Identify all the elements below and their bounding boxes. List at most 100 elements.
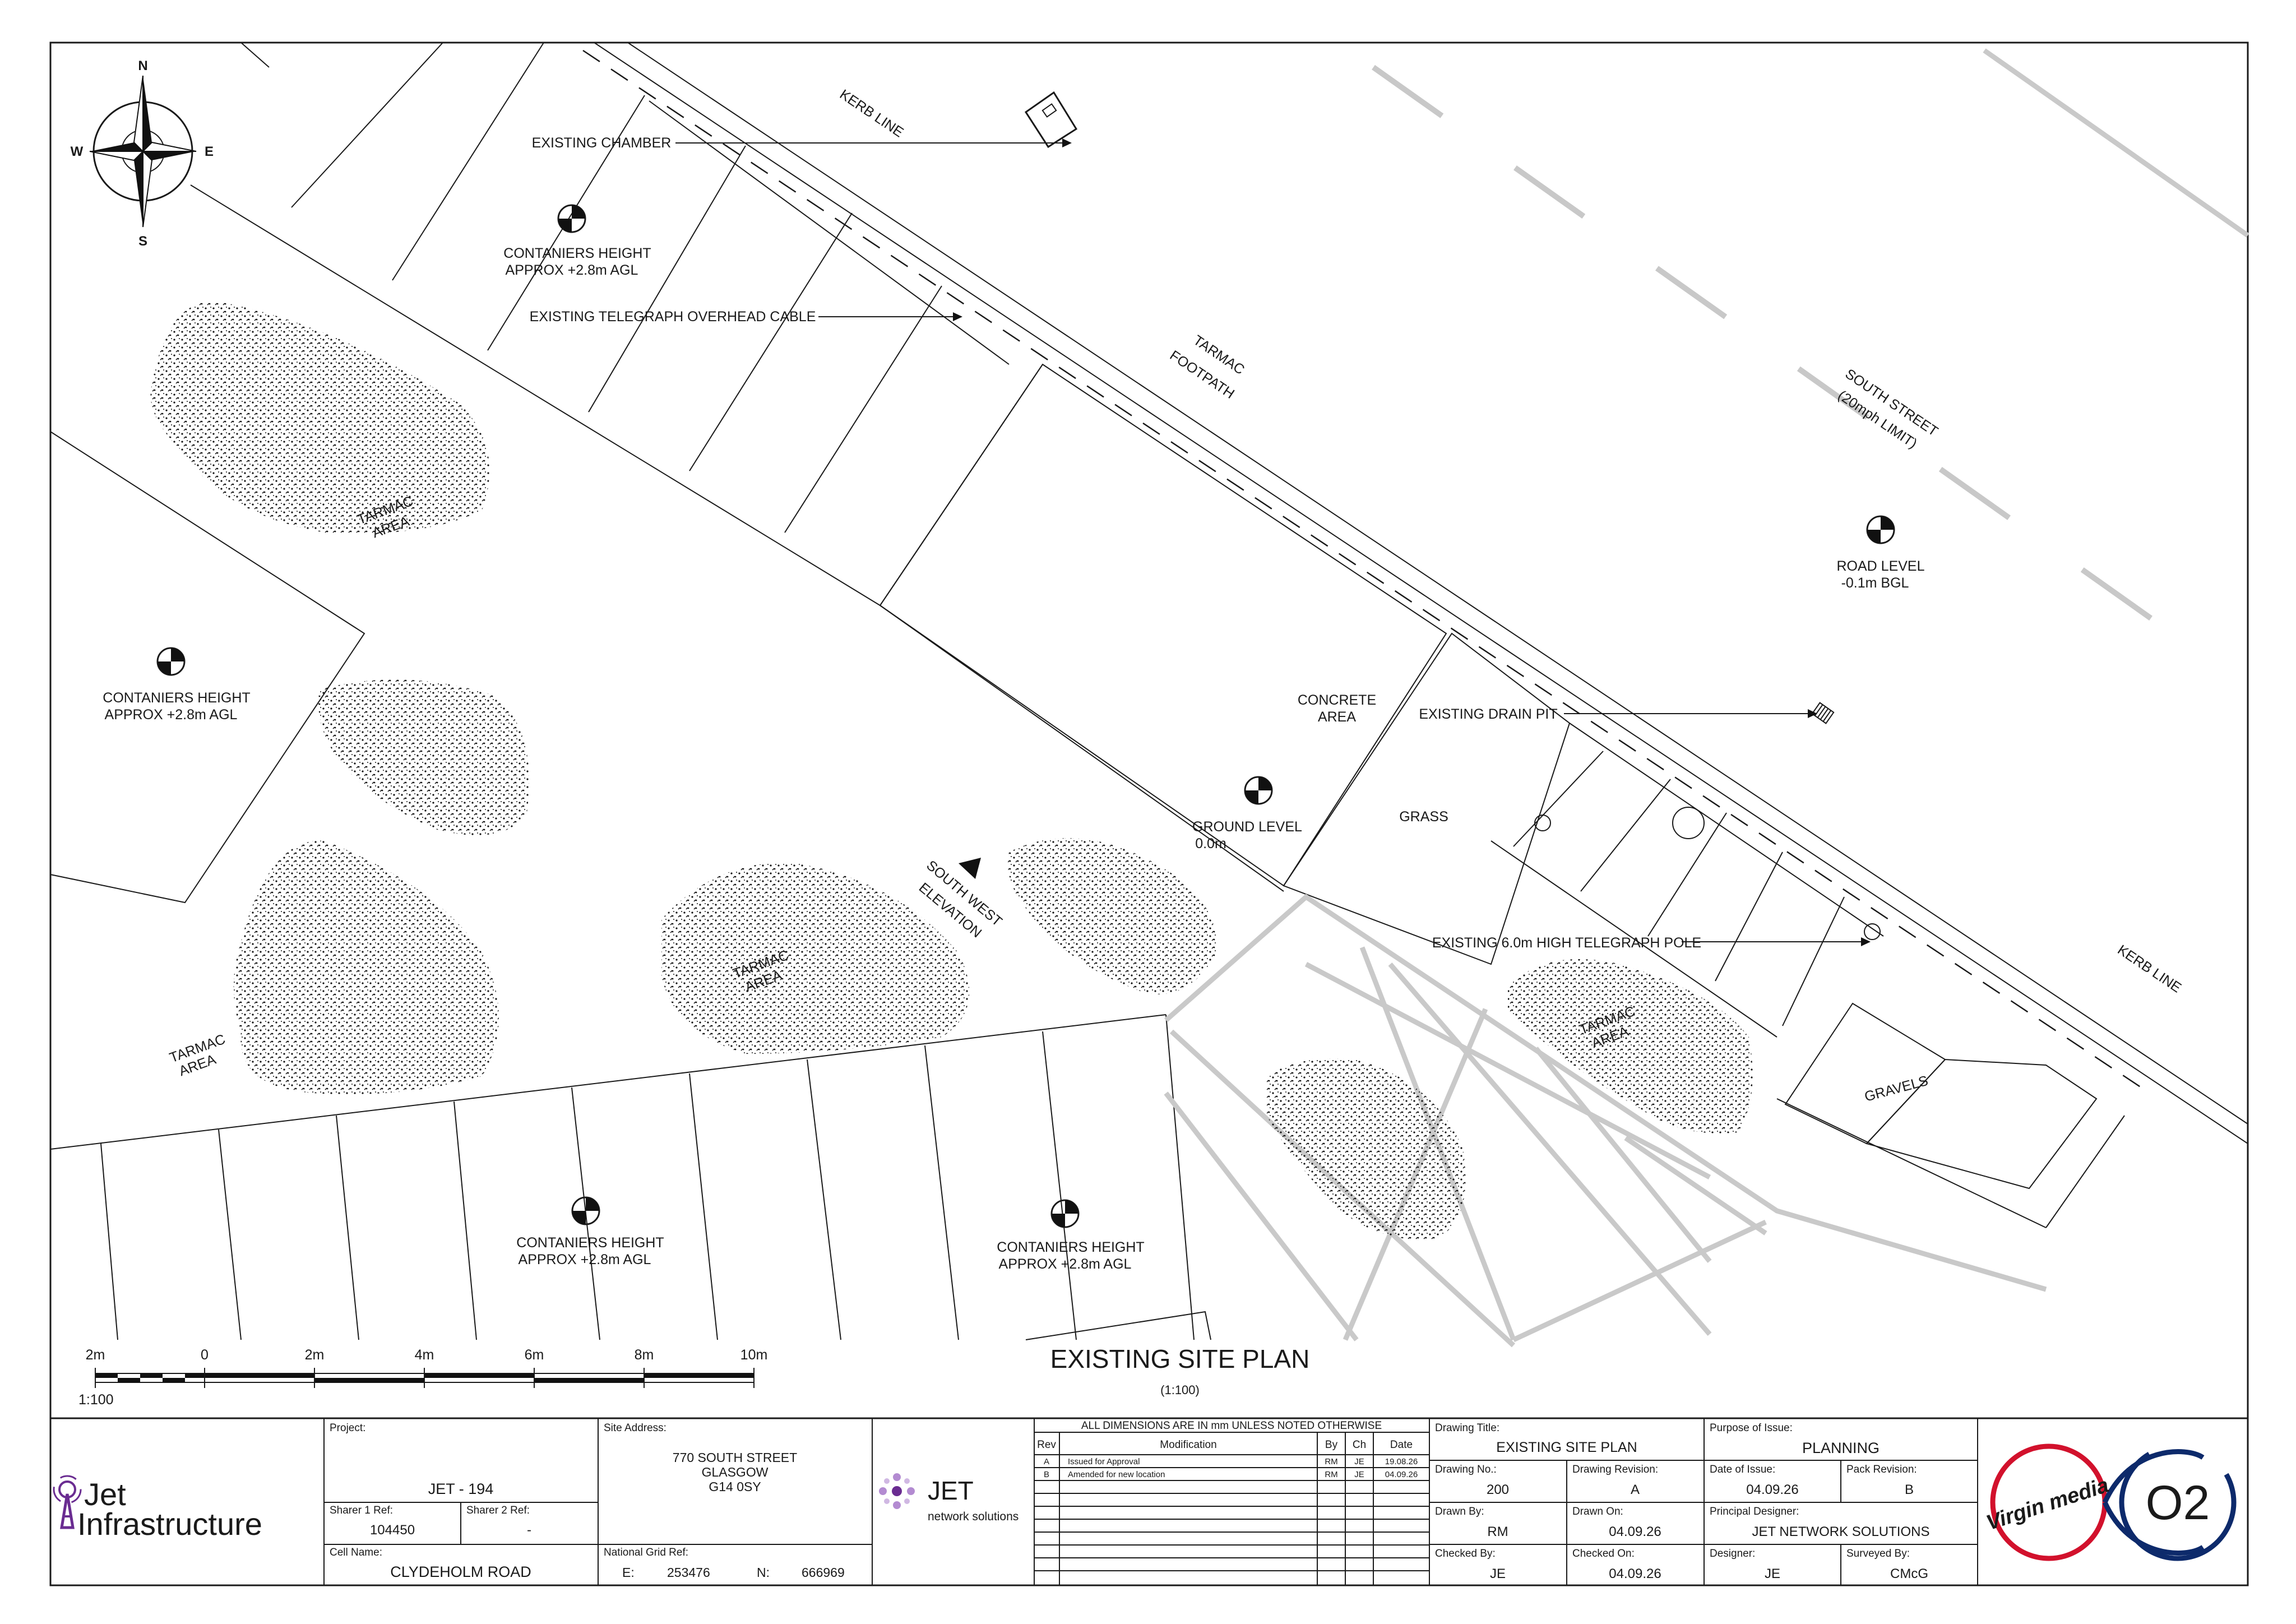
sharer2-value: - — [527, 1523, 531, 1538]
label-containers-2-line2: APPROX +2.8m AGL — [105, 707, 238, 723]
plan-scale: (1:100) — [1160, 1383, 1200, 1397]
site-address-line2: GLASGOW — [702, 1465, 769, 1479]
rev-a-rev: A — [1044, 1457, 1049, 1466]
plan-title: EXISTING SITE PLAN — [1050, 1344, 1310, 1373]
rev-a-mod: Issued for Approval — [1068, 1457, 1140, 1466]
principal-designer-value: JET NETWORK SOLUTIONS — [1752, 1524, 1930, 1539]
drawing-rev-label: Drawing Revision: — [1572, 1464, 1658, 1475]
site-address-label: Site Address: — [604, 1422, 666, 1434]
scale-tick-0: 2m — [86, 1347, 105, 1363]
rev-a-by: RM — [1325, 1457, 1337, 1466]
cell-name-label: Cell Name: — [330, 1547, 382, 1558]
drawn-on-value: 04.09.26 — [1609, 1524, 1661, 1539]
existing-chamber-symbol — [1024, 91, 1078, 149]
label-gravels: GRAVELS — [1863, 1073, 1930, 1105]
rev-b-ch: JE — [1354, 1470, 1364, 1479]
tarmac-blob-4 — [661, 863, 970, 1054]
checked-on-value: 04.09.26 — [1609, 1566, 1661, 1581]
drawn-on-label: Drawn On: — [1572, 1506, 1623, 1517]
tarmac-blob-7 — [1508, 959, 1753, 1133]
label-road-level-line1: ROAD LEVEL — [1836, 558, 1924, 574]
label-telegraph-cable: EXISTING TELEGRAPH OVERHEAD CABLE — [530, 309, 816, 325]
project-label: Project: — [330, 1422, 365, 1434]
drain-pit-symbol — [1811, 702, 1835, 724]
sharer1-label: Sharer 1 Ref: — [330, 1505, 393, 1516]
company-name-line2: Infrastructure — [77, 1506, 262, 1542]
road-edge-grey — [1983, 48, 2249, 238]
cell-name-value: CLYDEHOLM ROAD — [390, 1563, 531, 1580]
site-plan: KERB LINE KERB LINE EXISTING CHAMBER CON… — [50, 42, 2249, 1348]
north-arrow-compass: N E S W — [71, 58, 214, 249]
virgin-logo-text: Virgin media — [1984, 1473, 2112, 1535]
ngr-n-value: 666969 — [802, 1565, 845, 1580]
label-containers-3-line2: APPROX +2.8m AGL — [519, 1252, 651, 1267]
ngr-label: National Grid Ref: — [604, 1547, 688, 1558]
level-marker-4 — [1244, 776, 1273, 805]
surveyed-by-value: CMcG — [1890, 1566, 1928, 1581]
label-containers-3-line1: CONTANIERS HEIGHT — [516, 1235, 664, 1251]
label-existing-chamber: EXISTING CHAMBER — [532, 135, 672, 151]
table-row: A Issued for Approval RM JE 19.08.26 — [1044, 1457, 1418, 1466]
site-address-line3: G14 0SY — [709, 1479, 761, 1494]
elevation-arrow — [959, 858, 981, 879]
virgin-media-o2-logo: Virgin media O2 — [1984, 1443, 2237, 1561]
telegraph-pole — [1864, 923, 1881, 940]
drawing-no-label: Drawing No.: — [1435, 1464, 1497, 1475]
principal-designer-label: Principal Designer: — [1710, 1506, 1799, 1517]
dims-note: ALL DIMENSIONS ARE IN mm UNLESS NOTED OT… — [1081, 1420, 1382, 1432]
drawing-title-value: EXISTING SITE PLAN — [1496, 1440, 1637, 1455]
jet-ns-brand: JET — [928, 1476, 974, 1505]
drawing-title-label: Drawing Title: — [1435, 1422, 1499, 1434]
designer-label: Designer: — [1710, 1548, 1755, 1560]
level-marker-1 — [557, 204, 586, 233]
o2-logo-text: O2 — [2146, 1476, 2210, 1530]
scale-tick-4: 6m — [525, 1347, 544, 1363]
checked-by-value: JE — [1490, 1566, 1506, 1581]
rev-b-mod: Amended for new location — [1068, 1470, 1165, 1479]
compass-n: N — [138, 58, 147, 73]
compass-w: W — [71, 144, 84, 159]
label-grass: GRASS — [1399, 809, 1448, 825]
rev-a-ch: JE — [1354, 1457, 1364, 1466]
date-issue-label: Date of Issue: — [1710, 1464, 1775, 1475]
rev-header-ch: Ch — [1353, 1439, 1366, 1451]
rev-b-rev: B — [1044, 1470, 1049, 1479]
boundary-dashed — [582, 49, 2142, 1089]
rev-header-by: By — [1325, 1439, 1338, 1451]
tarmac-blob-6 — [1267, 1058, 1466, 1240]
label-ground-level-line2: 0.0m — [1195, 836, 1226, 852]
road-centre-dashes — [1372, 64, 2221, 670]
jet-infrastructure-logo: Jet Infrastructure — [53, 1475, 262, 1542]
label-concrete-area-line1: CONCRETE — [1298, 692, 1376, 708]
sharer1-value: 104450 — [370, 1523, 415, 1538]
label-concrete-area-line2: AREA — [1318, 709, 1356, 725]
scale-tick-3: 4m — [415, 1347, 434, 1363]
pack-rev-label: Pack Revision: — [1846, 1464, 1917, 1475]
tarmac-blob-1 — [150, 301, 490, 534]
checked-on-label: Checked On: — [1572, 1548, 1635, 1560]
purpose-label: Purpose of Issue: — [1710, 1422, 1793, 1434]
kerb-line-top — [594, 42, 2248, 1144]
date-issue-value: 04.09.26 — [1746, 1482, 1798, 1497]
scale-ratio: 1:100 — [78, 1392, 114, 1408]
title-block: Jet Infrastructure Project: JET - 194 Sh… — [50, 1417, 2248, 1585]
ngr-n-label: N: — [757, 1565, 770, 1580]
level-marker-3 — [156, 647, 186, 676]
surveyed-by-label: Surveyed By: — [1846, 1548, 1910, 1560]
scale-bar: 2m 0 2m 4m 6m 8m 10m 1:100 — [78, 1347, 767, 1408]
level-marker-2 — [1866, 515, 1895, 544]
label-kerb-line-right: KERB LINE — [2115, 942, 2184, 996]
level-marker-6 — [1050, 1199, 1080, 1228]
ngr-e-value: 253476 — [667, 1565, 710, 1580]
rev-header-date: Date — [1390, 1439, 1413, 1451]
company-name-line1: Jet — [84, 1477, 126, 1512]
ngr-e-label: E: — [622, 1565, 635, 1580]
purpose-value: PLANNING — [1802, 1440, 1880, 1456]
site-address-line1: 770 SOUTH STREET — [673, 1450, 797, 1465]
label-existing-drain-pit: EXISTING DRAIN PIT — [1419, 706, 1557, 722]
rev-a-date: 19.08.26 — [1385, 1457, 1418, 1466]
jet-ns-sub: network solutions — [928, 1510, 1019, 1523]
scale-tick-6: 10m — [740, 1347, 768, 1363]
footpath-edge — [627, 42, 2248, 1125]
